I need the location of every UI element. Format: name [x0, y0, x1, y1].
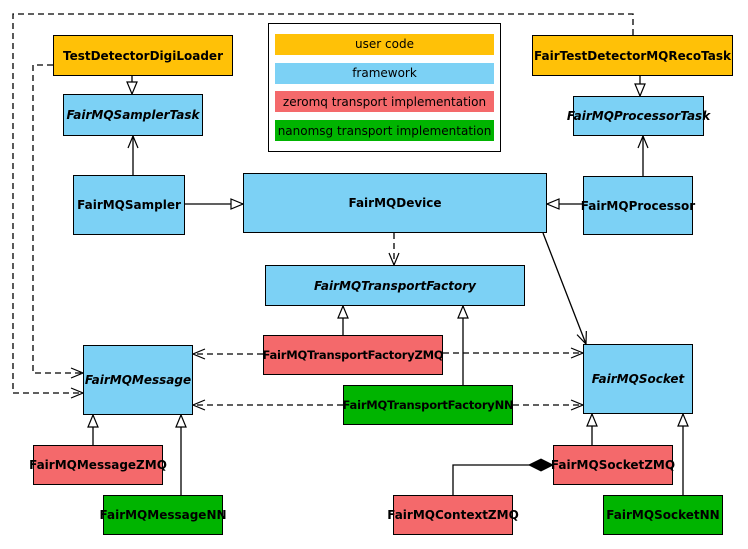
class-box-fairmqmessagenn: FairMQMessageNN: [99, 495, 227, 535]
edge-recotask-depends-message: [12, 13, 634, 393]
class-box-fairtestdetectormqrecotask: FairTestDetectorMQRecoTask: [532, 35, 733, 76]
class-box-fairmqprocessor: FairMQProcessor: [581, 176, 695, 235]
edge-digiloader-depends-message: [32, 64, 83, 373]
legend-item-nanomsg: nanomsg transport implementation: [275, 120, 494, 142]
legend: user code framework zeromq transport imp…: [268, 23, 501, 152]
edge-contextzmq-composed-socketzmq: [452, 465, 553, 495]
class-box-fairmqsampler: FairMQSampler: [73, 175, 185, 235]
class-box-testdetectordigiloader: TestDetectorDigiLoader: [53, 35, 233, 76]
class-box-fairmqtransportfactoryzmq: FairMQTransportFactoryZMQ: [263, 335, 444, 375]
class-box-fairmqsamplertask: FairMQSamplerTask: [63, 94, 203, 136]
class-box-fairmqmessage: FairMQMessage: [83, 345, 193, 415]
edge-device-uses-socket: [542, 232, 586, 344]
class-box-fairmqprocessortask: FairMQProcessorTask: [567, 96, 710, 136]
legend-item-zeromq: zeromq transport implementation: [275, 91, 494, 113]
class-box-fairmqsocket: FairMQSocket: [583, 344, 693, 414]
class-box-fairmqcontextzmq: FairMQContextZMQ: [387, 495, 519, 535]
class-box-fairmqtransportfactory: FairMQTransportFactory: [265, 265, 525, 306]
class-box-fairmqmessagezmq: FairMQMessageZMQ: [29, 445, 167, 485]
class-box-fairmqdevice: FairMQDevice: [243, 173, 547, 233]
legend-item-user-code: user code: [275, 33, 494, 55]
class-box-fairmqsocketnn: FairMQSocketNN: [603, 495, 723, 535]
class-box-fairmqsocketzmq: FairMQSocketZMQ: [551, 445, 675, 485]
legend-item-framework: framework: [275, 62, 494, 84]
class-box-fairmqtransportfactorynn: FairMQTransportFactoryNN: [343, 385, 514, 425]
